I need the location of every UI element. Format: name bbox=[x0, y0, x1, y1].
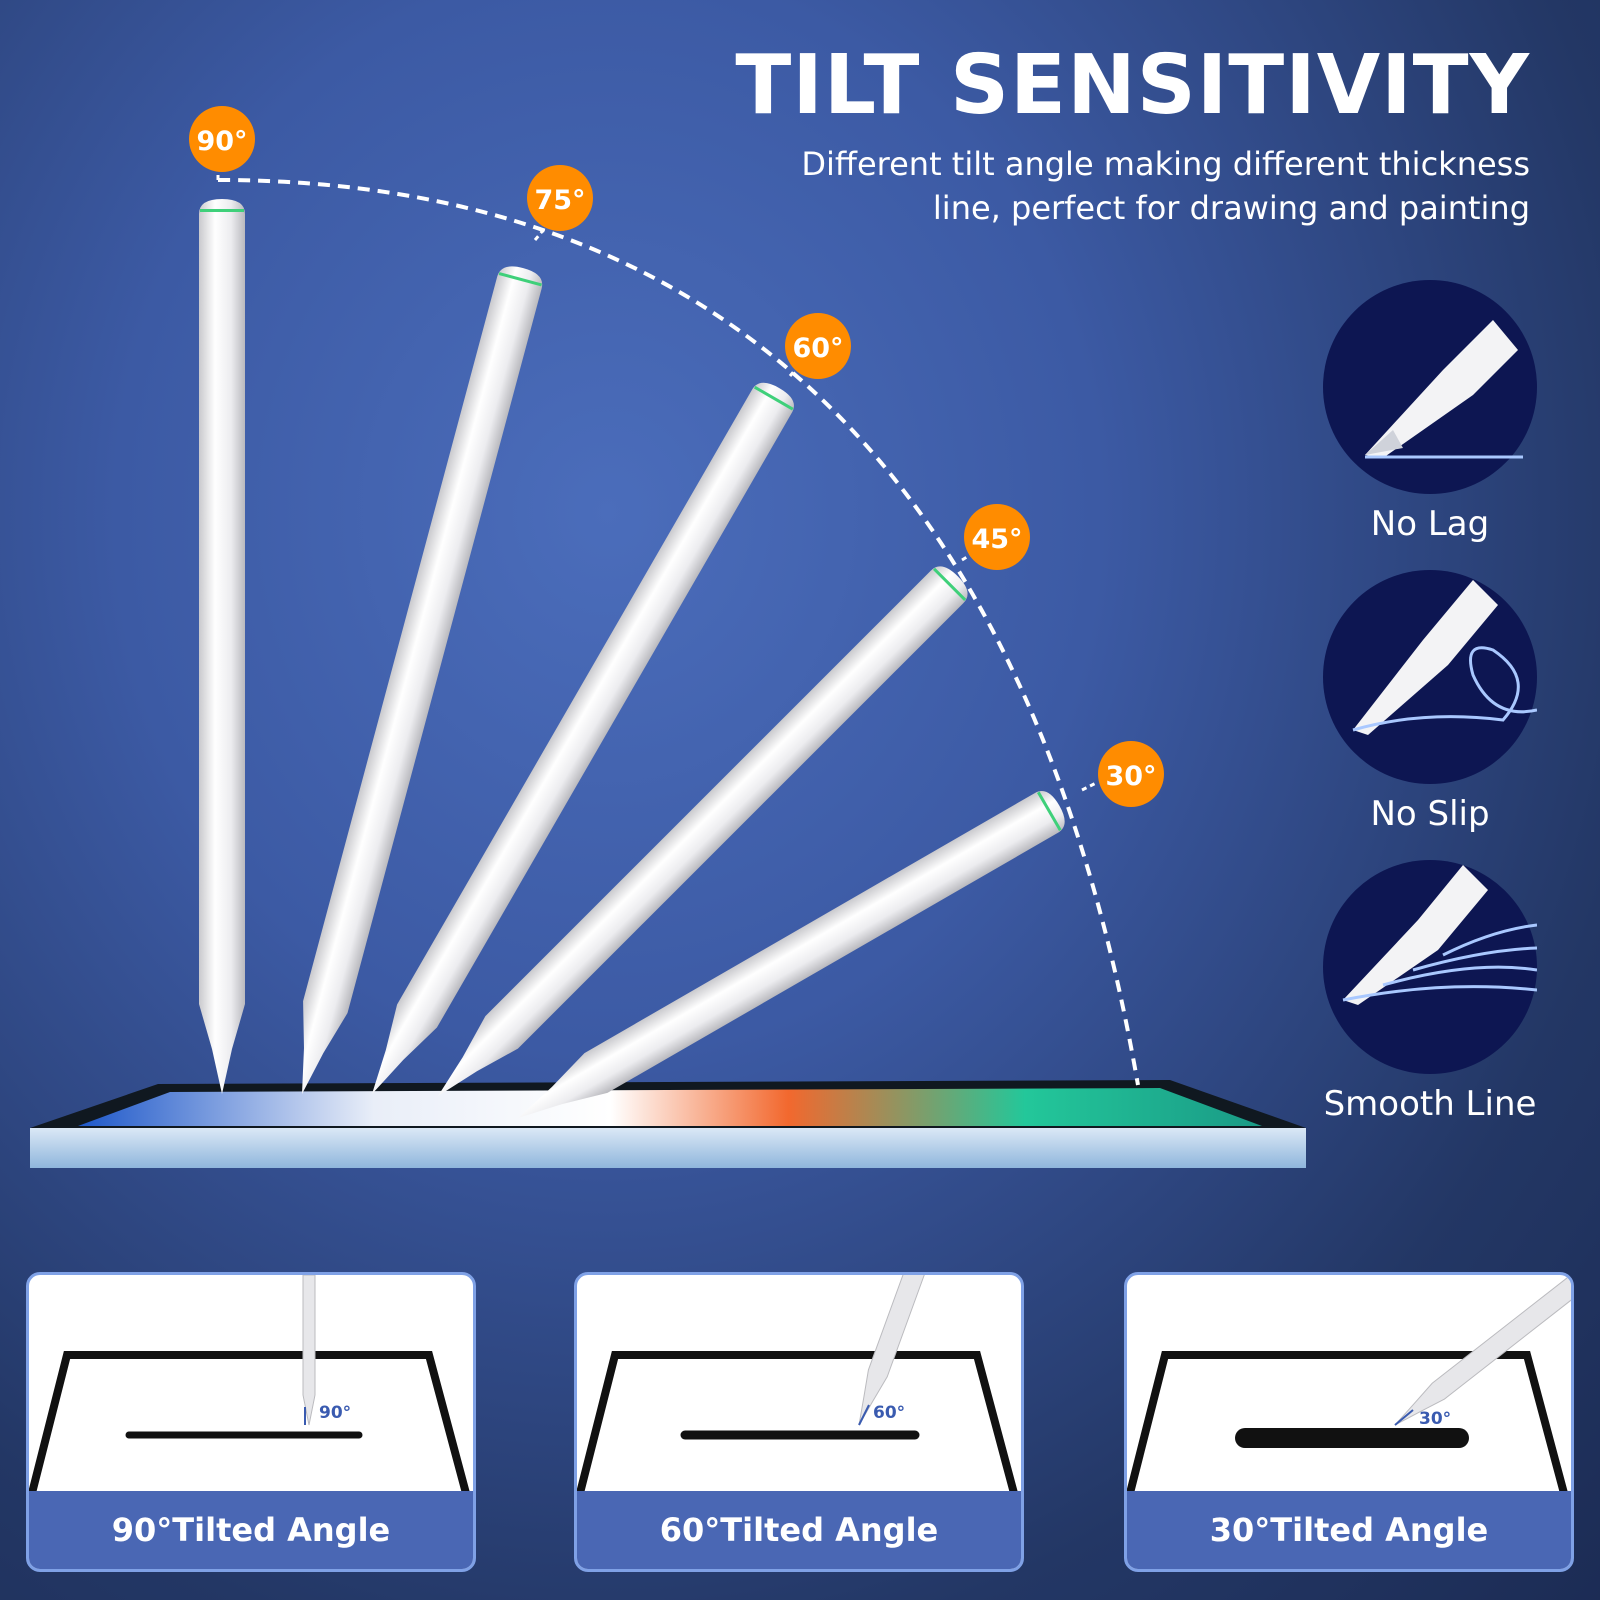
card-illustration-30: 30° bbox=[1127, 1275, 1571, 1497]
card-angle-label-60: 60° bbox=[873, 1403, 905, 1423]
angle-badge-45-label: 45° bbox=[971, 524, 1022, 555]
card-illustration-60: 60° bbox=[577, 1275, 1020, 1497]
pen-45 bbox=[438, 566, 968, 1096]
card-caption-90: 90°Tilted Angle bbox=[29, 1491, 473, 1569]
subtitle-line-1: Different tilt angle making different th… bbox=[801, 145, 1530, 183]
card-caption-60: 60°Tilted Angle bbox=[577, 1491, 1021, 1569]
card-illustration-90: 90° bbox=[29, 1275, 472, 1497]
card-90-degree: 90° 90°Tilted Angle bbox=[26, 1272, 476, 1572]
angle-badge-60-label: 60° bbox=[792, 333, 843, 364]
feature-no-lag: No Lag bbox=[1310, 280, 1550, 544]
card-30-degree: 30° 30°Tilted Angle bbox=[1124, 1272, 1574, 1572]
angle-badge-90-label: 90° bbox=[196, 126, 247, 157]
subtitle-line-2: line, perfect for drawing and painting bbox=[932, 189, 1530, 227]
tilt-illustration: 90° 75° 60° 45° 30° bbox=[30, 106, 1306, 1168]
angle-badge-75: 75° bbox=[527, 165, 593, 231]
card-angle-label-30: 30° bbox=[1419, 1409, 1451, 1429]
pen-curve-icon bbox=[1323, 570, 1537, 784]
feature-label: Smooth Line bbox=[1323, 1084, 1537, 1124]
angle-badge-45: 45° bbox=[964, 504, 1030, 570]
angle-badge-30: 30° bbox=[1098, 741, 1164, 807]
card-angle-label-90: 90° bbox=[319, 1403, 351, 1423]
angle-badge-90: 90° bbox=[189, 106, 255, 172]
angle-badge-60: 60° bbox=[785, 313, 851, 379]
pen-30 bbox=[518, 791, 1065, 1118]
feature-label: No Lag bbox=[1370, 504, 1490, 544]
angle-arc bbox=[217, 178, 1140, 1086]
pen-75 bbox=[302, 266, 543, 1094]
feature-no-slip: No Slip bbox=[1310, 570, 1550, 834]
tablet bbox=[30, 1080, 1306, 1168]
angle-badge-75-label: 75° bbox=[534, 185, 585, 216]
pen-60 bbox=[372, 382, 794, 1094]
badge-connectors bbox=[216, 160, 1099, 792]
feature-smooth-line: Smooth Line bbox=[1310, 860, 1550, 1124]
feature-label: No Slip bbox=[1370, 794, 1490, 834]
card-caption-30: 30°Tilted Angle bbox=[1127, 1491, 1571, 1569]
pen-scribble-icon bbox=[1323, 860, 1537, 1074]
pen-tip-icon bbox=[1323, 280, 1537, 494]
page-subtitle: Different tilt angle making different th… bbox=[730, 142, 1530, 230]
card-60-degree: 60° 60°Tilted Angle bbox=[574, 1272, 1024, 1572]
page-title: TILT SENSITIVITY bbox=[735, 38, 1530, 133]
pen-90 bbox=[199, 199, 245, 1094]
angle-badge-30-label: 30° bbox=[1105, 761, 1156, 792]
